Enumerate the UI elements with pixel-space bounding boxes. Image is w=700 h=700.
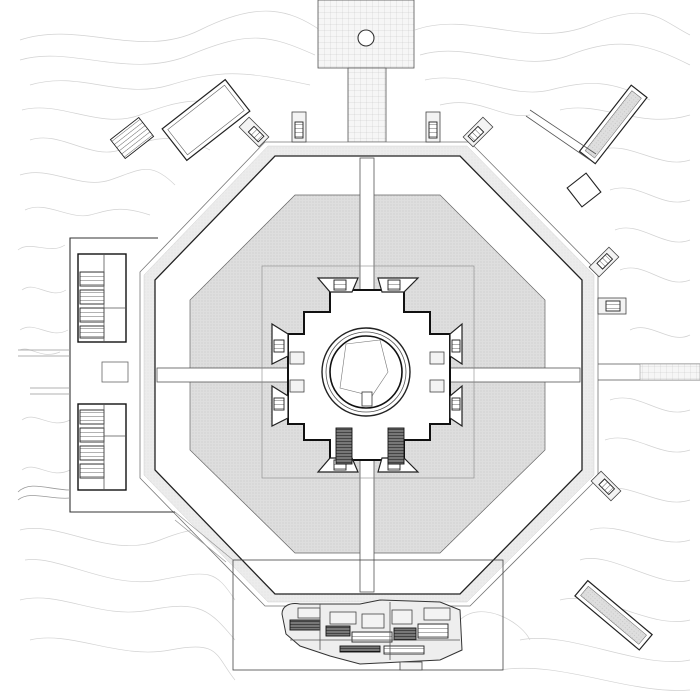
north-promenade <box>347 67 387 143</box>
central-void-circle <box>321 327 411 417</box>
southeast-building <box>574 579 653 651</box>
west-annex-buildings <box>17 237 175 513</box>
escalators <box>289 351 445 465</box>
south-gardens-complex <box>232 559 504 671</box>
north-entrance-plaza <box>317 0 415 143</box>
entrance-fountain-circle <box>357 29 375 47</box>
perimeter-pavilions <box>238 111 627 502</box>
inner-square-outline <box>261 265 475 479</box>
northwest-building <box>109 78 251 162</box>
east-path <box>598 363 700 381</box>
northeast-building <box>525 84 648 208</box>
stair-wedges <box>271 277 463 473</box>
southwest-road <box>174 511 234 563</box>
